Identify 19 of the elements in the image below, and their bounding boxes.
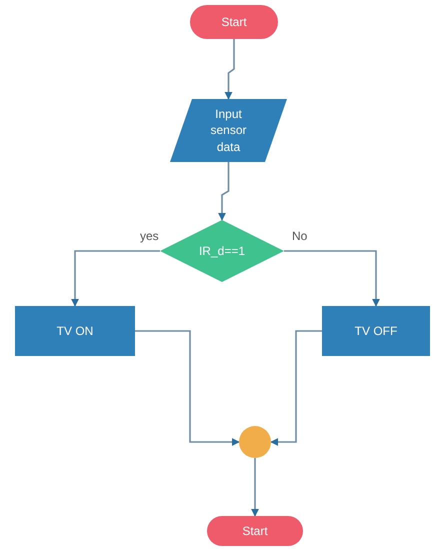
connector-arrow	[284, 250, 380, 307]
connector-arrow	[224, 39, 235, 100]
connector-arrow	[251, 458, 259, 517]
node-label: Start	[221, 14, 247, 30]
connector-arrow	[270, 330, 322, 446]
node-label: Start	[242, 522, 268, 540]
edge-label: No	[290, 229, 310, 243]
node-label: Input sensor data	[209, 106, 248, 155]
connector-arrow	[135, 330, 240, 446]
junction-circle	[239, 426, 271, 458]
connector-arrow	[218, 162, 230, 221]
node-label: TV OFF	[354, 322, 398, 340]
node-label: TV ON	[56, 322, 94, 340]
process-box	[322, 306, 430, 356]
node-label: IR_d==1	[198, 242, 246, 260]
process-box	[15, 306, 135, 356]
terminal-pill	[190, 5, 278, 39]
connector-arrow	[71, 250, 160, 307]
terminal-pill	[207, 516, 303, 546]
